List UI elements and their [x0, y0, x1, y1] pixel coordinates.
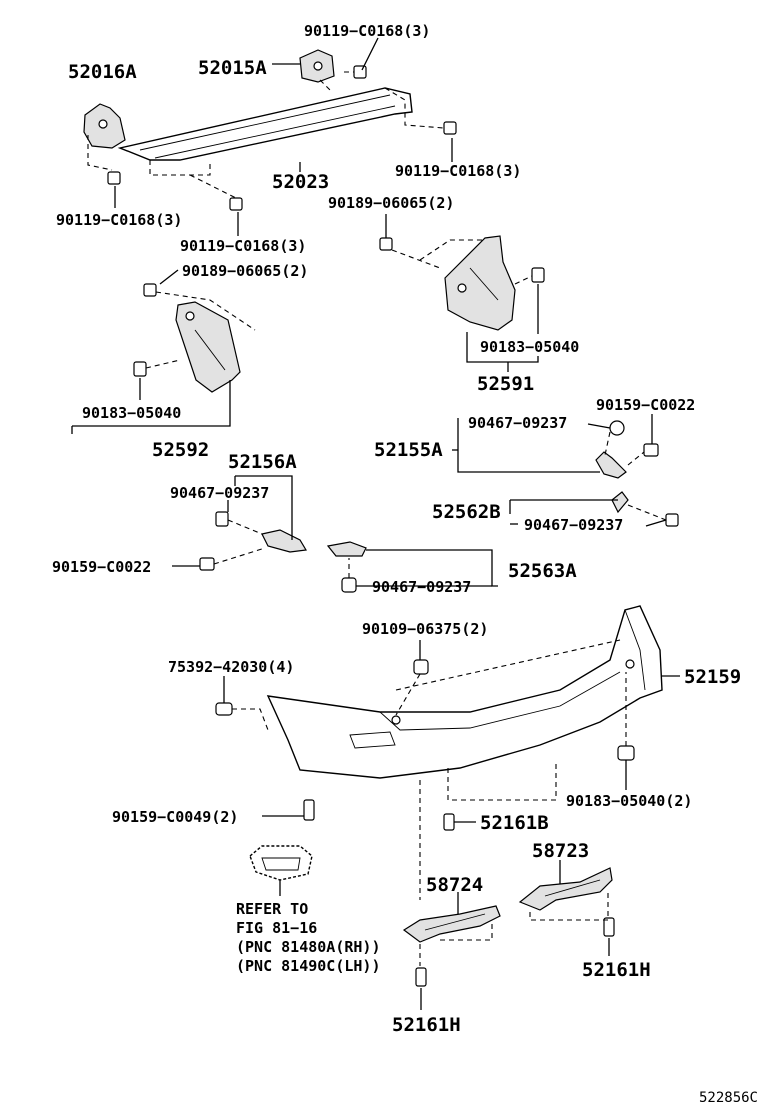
clip-75392[interactable]: [215, 702, 233, 716]
screw-90467-a[interactable]: [609, 420, 625, 436]
bracket-52015A[interactable]: [299, 49, 335, 83]
label-90467-09237-a: 90467−09237: [468, 414, 567, 432]
bolt-90119-top[interactable]: [353, 65, 367, 79]
label-90183-05040-right: 90183−05040: [480, 338, 579, 356]
diagram-code: 522856C: [699, 1090, 758, 1106]
bracket-52562B[interactable]: [611, 491, 629, 514]
nut-90189-left[interactable]: [143, 283, 157, 297]
label-90159-c0022-left: 90159−C0022: [52, 558, 151, 576]
bolt-90119-left[interactable]: [107, 171, 121, 185]
refer-line3: (PNC 81480A(RH)): [236, 938, 381, 956]
retainer-52591[interactable]: [444, 235, 516, 331]
label-90119-c0168-mid: 90119−C0168(3): [180, 237, 306, 255]
label-52562B: 52562B: [432, 501, 501, 523]
label-52156A: 52156A: [228, 451, 297, 473]
label-58723: 58723: [532, 840, 589, 862]
retainer-52592[interactable]: [175, 301, 241, 393]
bumper-reinforcement-52023[interactable]: [117, 87, 413, 161]
label-75392-42030: 75392−42030(4): [168, 658, 294, 676]
bracket-52156A[interactable]: [261, 529, 307, 553]
label-90183-05040-2: 90183−05040(2): [566, 792, 692, 810]
nut-90189-right[interactable]: [379, 237, 393, 251]
label-90467-09237-d: 90467−09237: [372, 578, 471, 596]
screw-90159-right[interactable]: [643, 443, 659, 457]
bracket-52563A[interactable]: [326, 541, 367, 557]
label-52563A: 52563A: [508, 560, 577, 582]
clip-90183-left[interactable]: [133, 361, 147, 377]
bolt-90119-right[interactable]: [443, 121, 457, 135]
screw-90159-left[interactable]: [199, 557, 215, 571]
label-52161B: 52161B: [480, 812, 549, 834]
screw-90159-c0049[interactable]: [303, 799, 315, 821]
label-90189-06065-right: 90189−06065(2): [328, 194, 454, 212]
label-52592: 52592: [152, 439, 209, 461]
label-90119-c0168-top: 90119−C0168(3): [304, 22, 430, 40]
label-52161H-right: 52161H: [582, 959, 651, 981]
screw-90467-c[interactable]: [665, 513, 679, 527]
bolt-90119-mid[interactable]: [229, 197, 243, 211]
label-90467-09237-b: 90467−09237: [170, 484, 269, 502]
refer-line1: REFER TO: [236, 900, 308, 918]
label-52016A: 52016A: [68, 61, 137, 83]
label-52023: 52023: [272, 171, 329, 193]
label-90119-c0168-left: 90119−C0168(3): [56, 211, 182, 229]
clip-90183-right[interactable]: [531, 267, 545, 283]
label-52161H-bottom: 52161H: [392, 1014, 461, 1036]
refer-line2: FIG 81−16: [236, 919, 317, 937]
nut-90183-05040-2[interactable]: [617, 745, 635, 761]
label-90467-09237-c: 90467−09237: [524, 516, 623, 534]
label-90159-c0049: 90159−C0049(2): [112, 808, 238, 826]
label-90159-c0022-right: 90159−C0022: [596, 396, 695, 414]
reflector-outline[interactable]: [249, 845, 313, 881]
undercover-58724[interactable]: [402, 905, 501, 943]
bumper-cover-52159[interactable]: [266, 605, 663, 779]
label-52015A: 52015A: [198, 57, 267, 79]
screw-52161H-right[interactable]: [603, 917, 615, 937]
label-90109-06375: 90109−06375(2): [362, 620, 488, 638]
screw-90467-b[interactable]: [215, 511, 229, 527]
label-90119-c0168-right: 90119−C0168(3): [395, 162, 521, 180]
bracket-52155A[interactable]: [595, 451, 627, 479]
label-90189-06065-left: 90189−06065(2): [182, 262, 308, 280]
undercover-58723[interactable]: [518, 867, 613, 911]
bracket-52016A[interactable]: [83, 103, 126, 149]
screw-52161H-bottom[interactable]: [415, 967, 427, 987]
label-52591: 52591: [477, 373, 534, 395]
screw-90109[interactable]: [413, 659, 429, 675]
screw-52161B[interactable]: [443, 813, 455, 831]
nut-90467-d[interactable]: [341, 577, 357, 593]
label-58724: 58724: [426, 874, 483, 896]
label-90183-05040-left: 90183−05040: [82, 404, 181, 422]
label-52159: 52159: [684, 666, 741, 688]
label-52155A: 52155A: [374, 439, 443, 461]
refer-line4: (PNC 81490C(LH)): [236, 957, 381, 975]
